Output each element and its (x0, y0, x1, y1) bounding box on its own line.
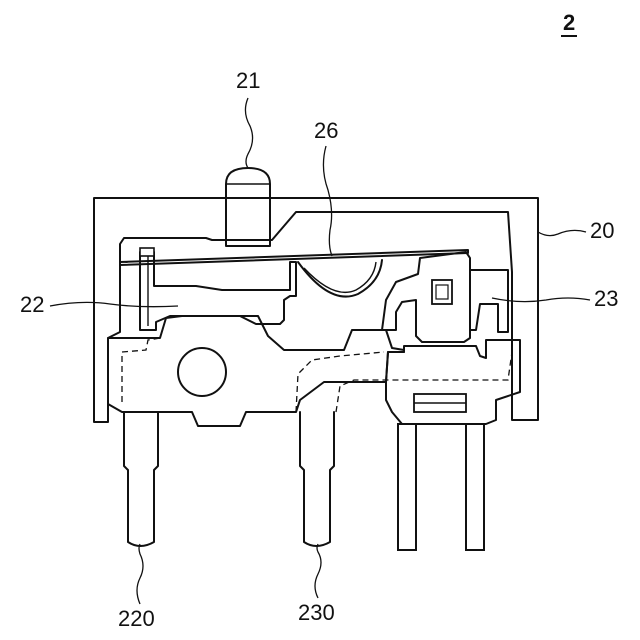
leader-26 (323, 146, 332, 256)
spring-curve-inner (304, 262, 376, 292)
label-21: 21 (236, 68, 260, 93)
terminal-23-side (470, 270, 508, 332)
housing-inner-right (512, 272, 520, 340)
pin-right-b (466, 424, 484, 550)
label-20: 20 (590, 218, 614, 243)
leader-20 (538, 230, 586, 235)
leader-21 (245, 98, 252, 168)
actuator-21 (226, 168, 270, 246)
base-block (108, 316, 404, 426)
base-hole (178, 348, 226, 396)
pin-220 (124, 412, 158, 546)
leader-230 (315, 544, 321, 598)
figure-number: 2 (563, 10, 575, 35)
leader-220 (137, 544, 143, 604)
label-22: 22 (20, 292, 44, 317)
label-230: 230 (298, 600, 335, 625)
terminal-22-tab (140, 248, 154, 256)
pin-230 (300, 412, 334, 546)
leader-23 (492, 298, 590, 302)
label-26: 26 (314, 118, 338, 143)
label-220: 220 (118, 606, 155, 631)
terminal-23 (382, 252, 470, 342)
pin-right-a (398, 424, 416, 550)
terminal-23-window (432, 280, 452, 304)
leader-22 (50, 302, 178, 306)
dashed-terminal-220 (122, 338, 160, 402)
label-23: 23 (594, 286, 618, 311)
